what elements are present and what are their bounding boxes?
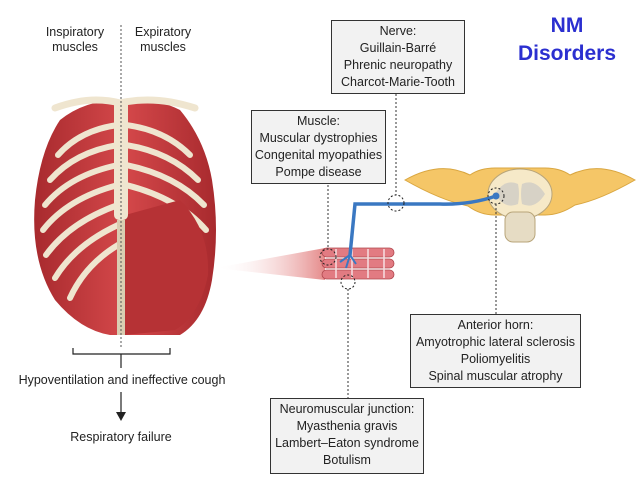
chest-bracket bbox=[72, 348, 171, 355]
expiratory-label: Expiratory muscles bbox=[134, 25, 192, 54]
nmj-box: Neuromuscular junction: Myasthenia gravi… bbox=[270, 398, 424, 474]
nerve-box: Nerve: Guillain-Barré Phrenic neuropathy… bbox=[331, 20, 465, 94]
respiratory-failure-label: Respiratory failure bbox=[70, 430, 172, 444]
nmj-item: Botulism bbox=[323, 453, 371, 467]
nerve-heading: Nerve: bbox=[379, 24, 417, 38]
title-line-2: Disorders bbox=[517, 42, 617, 65]
inspiratory-label: Inspiratory muscles bbox=[45, 25, 105, 54]
sternum bbox=[114, 100, 128, 220]
rib-cage-illustration bbox=[34, 25, 216, 348]
muscle-item: Congenital myopathies bbox=[254, 148, 383, 162]
muscle-heading: Muscle: bbox=[296, 114, 341, 128]
anterior-horn-item: Spinal muscular atrophy bbox=[428, 369, 563, 383]
nmj-marker-circle bbox=[340, 274, 356, 290]
muscle-marker-circle bbox=[319, 248, 337, 266]
hypoventilation-label: Hypoventilation and ineffective cough bbox=[18, 373, 226, 387]
anterior-horn-box: Anterior horn: Amyotrophic lateral scler… bbox=[410, 314, 581, 388]
anterior-horn-item: Amyotrophic lateral sclerosis bbox=[415, 335, 576, 349]
abdominal-muscles bbox=[125, 200, 209, 335]
nmj-item: Lambert–Eaton syndrome bbox=[275, 436, 419, 450]
nmj-item: Myasthenia gravis bbox=[296, 419, 398, 433]
anterior-horn-item: Poliomyelitis bbox=[460, 352, 531, 366]
nerve-item: Phrenic neuropathy bbox=[343, 58, 453, 72]
diagram-title: NM Disorders bbox=[498, 12, 636, 68]
motor-nerve-path bbox=[348, 194, 498, 257]
muscle-item: Muscular dystrophies bbox=[259, 131, 378, 145]
nerve-item: Charcot-Marie-Tooth bbox=[341, 75, 455, 89]
muscle-item: Pompe disease bbox=[275, 165, 362, 179]
title-line-1: NM bbox=[550, 14, 584, 37]
muscle-box: Muscle: Muscular dystrophies Congenital … bbox=[251, 110, 386, 184]
magnification-cone bbox=[215, 248, 325, 280]
ribs bbox=[40, 122, 209, 301]
muscle-fiber-bundle bbox=[321, 247, 395, 280]
nmj-heading: Neuromuscular junction: bbox=[279, 402, 415, 416]
anterior-horn-heading: Anterior horn: bbox=[457, 318, 534, 332]
flow-arrow-head bbox=[116, 412, 126, 421]
nerve-branches bbox=[339, 254, 357, 269]
nerve-item: Guillain-Barré bbox=[359, 41, 437, 55]
